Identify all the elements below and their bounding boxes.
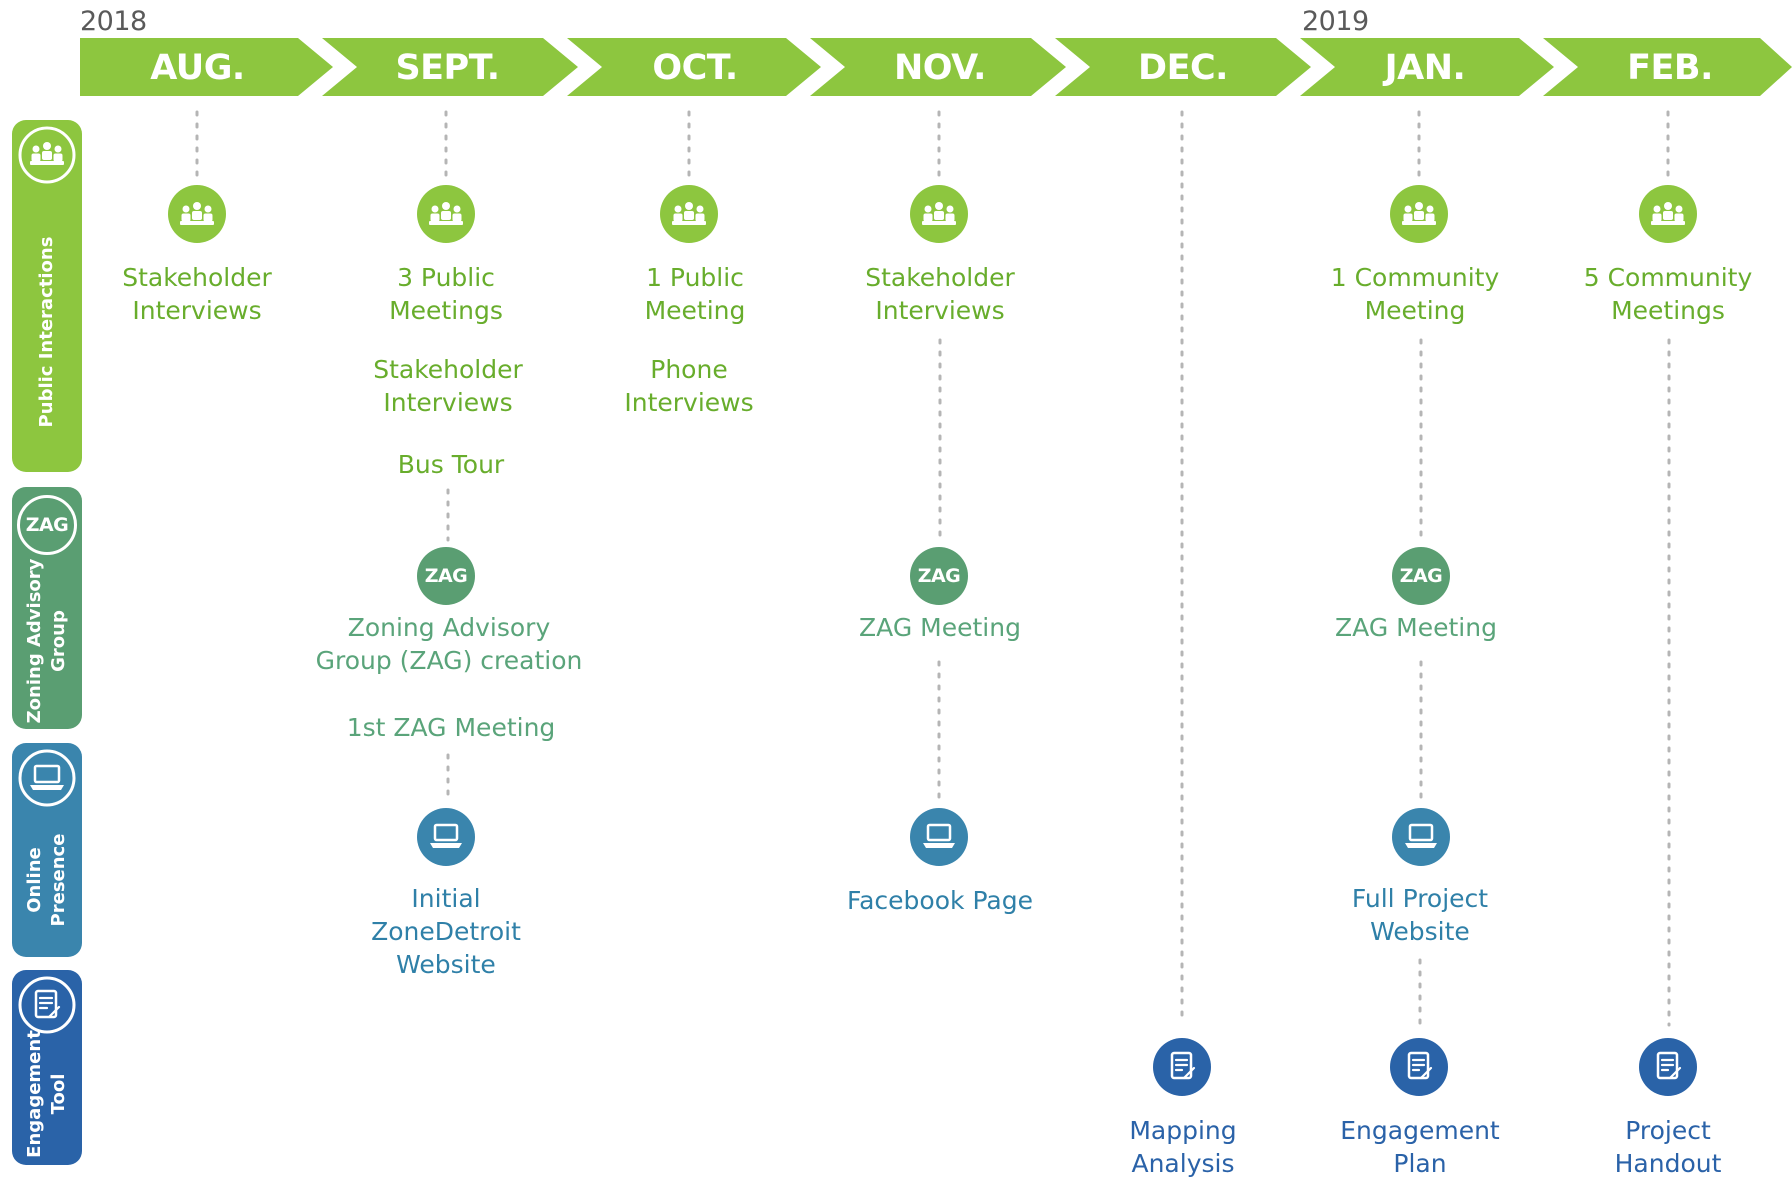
people-group-icon: [910, 185, 968, 243]
month-chevron-oct: [567, 38, 821, 96]
month-banner: [80, 38, 1792, 96]
jan-community-meeting: 1 Community Meeting: [1330, 263, 1500, 325]
category-engagement-tool: Engagement Tool: [12, 970, 82, 1165]
sept-stakeholder-interviews: Stakeholder Interviews: [373, 355, 523, 417]
year-label-2018: 2018: [80, 6, 147, 37]
document-pen-icon: [18, 976, 76, 1034]
sept-first-zag-meeting: 1st ZAG Meeting: [346, 713, 556, 742]
people-group-icon: [18, 126, 76, 184]
month-label-feb: FEB.: [1627, 48, 1713, 88]
oct-public-meeting: 1 Public Meeting: [644, 263, 746, 325]
nov-facebook-page: Facebook Page: [847, 886, 1033, 915]
month-chevron-feb: [1543, 38, 1792, 96]
jan-engagement-plan: Engagement Plan: [1340, 1116, 1500, 1178]
jan-zag-meeting: ZAG Meeting: [1335, 613, 1497, 642]
laptop-icon: [417, 808, 475, 866]
sept-bus-tour: Bus Tour: [397, 450, 505, 479]
laptop-icon: [1392, 808, 1450, 866]
people-group-icon: [1390, 185, 1448, 243]
month-label-dec: DEC.: [1138, 48, 1228, 88]
category-public-interactions: Public Interactions: [12, 120, 82, 472]
month-chevron-dec: [1055, 38, 1311, 96]
jan-full-project-website: Full Project Website: [1351, 884, 1489, 946]
sept-initial-website: Initial ZoneDetroit Website: [371, 884, 521, 979]
feb-project-handout: Project Handout: [1614, 1116, 1722, 1178]
document-pen-icon: [1153, 1038, 1211, 1096]
people-group-icon: [1639, 185, 1697, 243]
month-label-nov: NOV.: [894, 48, 986, 88]
year-label-2019: 2019: [1302, 6, 1369, 37]
zag-icon: ZAG: [910, 547, 968, 605]
people-group-icon: [660, 185, 718, 243]
sept-zag-creation: Zoning Advisory Group (ZAG) creation: [315, 613, 583, 675]
people-group-icon: [417, 185, 475, 243]
oct-phone-interviews: Phone Interviews: [624, 355, 754, 417]
category-zoning-advisory-group: ZAG Zoning Advisory Group: [12, 487, 82, 729]
nov-zag-meeting: ZAG Meeting: [859, 613, 1021, 642]
month-label-jan: JAN.: [1384, 48, 1466, 88]
month-chevron-sept: [322, 38, 578, 96]
feb-community-meetings: 5 Community Meetings: [1583, 263, 1753, 325]
sept-public-meetings: 3 Public Meetings: [389, 263, 503, 325]
zag-icon: ZAG: [417, 547, 475, 605]
zag-icon: ZAG: [1392, 547, 1450, 605]
document-pen-icon: [1390, 1038, 1448, 1096]
category-label-zag: Zoning Advisory Group: [24, 558, 69, 724]
zag-badge-icon: ZAG: [17, 495, 77, 555]
month-label-oct: OCT.: [652, 48, 738, 88]
month-chevron-jan: [1300, 38, 1554, 96]
dec-mapping-analysis: Mapping Analysis: [1129, 1116, 1237, 1178]
month-label-sept: SEPT.: [395, 48, 500, 88]
document-pen-icon: [1639, 1038, 1697, 1096]
aug-stakeholder-interviews: Stakeholder Interviews: [122, 263, 272, 325]
laptop-icon: [18, 749, 76, 807]
month-label-aug: AUG.: [150, 48, 245, 88]
category-label-public: Public Interactions: [36, 236, 57, 428]
nov-stakeholder-interviews: Stakeholder Interviews: [865, 263, 1015, 325]
month-chevron-nov: [810, 38, 1066, 96]
category-label-online: Online Presence: [24, 833, 69, 927]
category-online-presence: Online Presence: [12, 743, 82, 957]
people-group-icon: [168, 185, 226, 243]
month-chevron-aug: [80, 38, 333, 96]
category-label-tool: Engagement Tool: [24, 1030, 69, 1158]
laptop-icon: [910, 808, 968, 866]
